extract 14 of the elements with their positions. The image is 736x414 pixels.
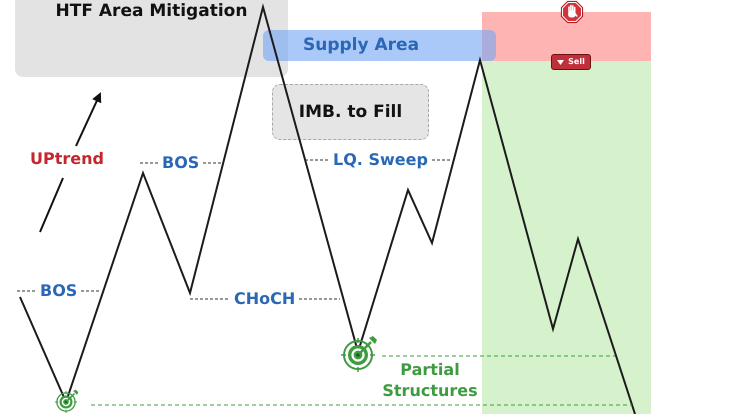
- zone-label: Partial Structures: [381, 359, 479, 401]
- supply-band: [263, 30, 496, 61]
- level-label: CHoCH: [234, 289, 296, 309]
- level-label: BOS: [40, 281, 78, 301]
- trend-label: UPtrend: [30, 149, 104, 169]
- area-box: [15, 0, 288, 77]
- box-label: IMB. to Fill: [298, 102, 402, 122]
- level-label: BOS: [162, 153, 200, 173]
- band-label: Supply Area: [303, 35, 420, 56]
- badge-label: Sell: [568, 56, 585, 68]
- imbalance-box: [272, 84, 429, 140]
- level-label: LQ. Sweep: [333, 150, 428, 170]
- sell-badge: [551, 54, 591, 70]
- box-heading: HTF Area Mitigation: [56, 1, 248, 22]
